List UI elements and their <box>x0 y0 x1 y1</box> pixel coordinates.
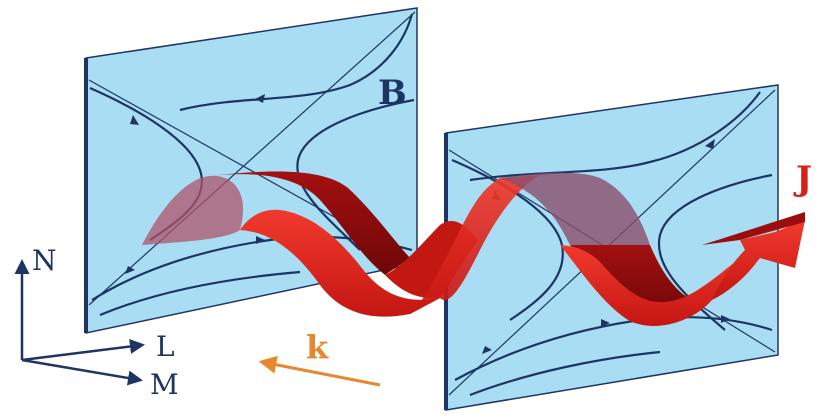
axis-n-label: N <box>32 244 57 277</box>
ribbon-crest-1 <box>210 171 410 275</box>
ribbon-front-2 <box>560 245 735 327</box>
ribbon-crest-2 <box>500 172 650 245</box>
ribbon-rise <box>410 175 540 314</box>
left-arrowhead-4 <box>256 236 265 244</box>
right-arrowhead-5 <box>721 315 730 323</box>
right-arrowhead-4 <box>601 319 610 327</box>
current-ribbon <box>210 171 805 327</box>
coordinate-axes: N L M <box>14 244 179 401</box>
axis-m-label: M <box>150 368 179 401</box>
axis-l-arrow <box>21 339 145 362</box>
left-field-line-right <box>296 98 415 251</box>
current-label-j: J <box>793 159 812 199</box>
left-arrowhead-2 <box>130 115 139 125</box>
right-field-line-lower <box>469 350 661 397</box>
wave-vector-arrow <box>258 355 381 387</box>
wave-vector-label-k: k <box>306 328 329 366</box>
left-field-line-top <box>179 13 414 112</box>
left-field-line-lower <box>99 270 301 317</box>
ribbon-trough <box>385 220 478 299</box>
left-arrowhead-1 <box>255 94 265 103</box>
right-field-line-top <box>469 91 761 182</box>
right-arrowhead-3 <box>482 346 492 354</box>
left-separatrix-2 <box>88 11 416 306</box>
ribbon-arrow-top <box>702 212 805 245</box>
ribbon-arrow-tail <box>712 220 805 300</box>
axis-l-label: L <box>156 330 175 363</box>
right-arrowhead-1 <box>705 139 715 149</box>
ribbon-back-left <box>142 175 244 245</box>
ribbon-descent-1 <box>240 209 440 317</box>
axis-m-arrow <box>21 358 143 386</box>
left-arrowhead-3 <box>125 266 135 274</box>
field-label-b: B <box>378 73 407 113</box>
